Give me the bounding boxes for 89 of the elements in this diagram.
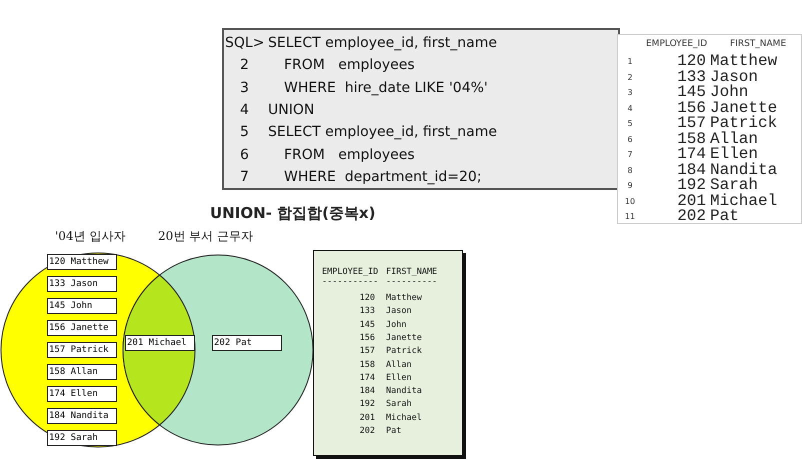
row-number: 1 bbox=[626, 57, 634, 66]
cell-value: Matthew bbox=[710, 54, 778, 69]
column-header: FIRST_NAME bbox=[730, 39, 786, 49]
cell-value: Ellen bbox=[386, 372, 412, 383]
cell-value: Sarah bbox=[710, 178, 758, 193]
cell-value: Nandita bbox=[710, 162, 778, 178]
line-number: SQL> bbox=[225, 34, 264, 52]
cell-value: 202 bbox=[360, 426, 375, 436]
cell-value: 184 bbox=[677, 162, 706, 178]
code-line: FROM employees bbox=[284, 56, 415, 74]
cell-value: 145 bbox=[360, 320, 375, 330]
column-header: FIRST_NAME bbox=[386, 267, 438, 277]
name-box: 157 Patrick bbox=[47, 342, 117, 358]
cell-value: Jason bbox=[710, 70, 758, 84]
code-line: WHERE department_id=20; bbox=[284, 168, 482, 186]
set-heading: '04년 입사자 bbox=[55, 228, 126, 245]
cell-value: 184 bbox=[360, 386, 375, 396]
separator-line: ----------- bbox=[322, 277, 378, 287]
cell-value: Patrick bbox=[386, 346, 422, 356]
cell-value: John bbox=[710, 85, 748, 100]
line-number: 5 bbox=[240, 123, 249, 142]
cell-value: 157 bbox=[360, 346, 375, 356]
row-number: 6 bbox=[626, 134, 634, 144]
cell-value: 202 bbox=[677, 209, 706, 224]
name-box: 184 Nandita bbox=[47, 408, 117, 424]
name-box: 192 Sarah bbox=[47, 430, 117, 446]
name-box: 120 Matthew bbox=[47, 254, 117, 270]
name-box: 145 John bbox=[47, 298, 117, 314]
cell-value: Janette bbox=[386, 332, 422, 343]
line-number: 4 bbox=[240, 100, 249, 119]
cell-value: Michael bbox=[386, 412, 422, 423]
row-number: 7 bbox=[626, 150, 634, 159]
row-number: 2 bbox=[626, 72, 634, 82]
line-number: 3 bbox=[240, 78, 249, 97]
line-number: 7 bbox=[240, 168, 249, 186]
row-number: 10 bbox=[624, 196, 636, 206]
row-number: 8 bbox=[626, 166, 634, 174]
row-number: 3 bbox=[626, 88, 634, 97]
row-number: 9 bbox=[626, 181, 634, 190]
cell-value: 157 bbox=[677, 116, 706, 131]
name-box: 201 Michael bbox=[125, 335, 195, 351]
column-header: EMPLOYEE_ID bbox=[322, 267, 378, 277]
cell-value: 201 bbox=[677, 194, 706, 208]
cell-value: 156 bbox=[360, 332, 375, 343]
cell-value: Patrick bbox=[710, 116, 778, 131]
line-number: 2 bbox=[240, 56, 249, 74]
code-line: FROM employees bbox=[284, 146, 415, 164]
cell-value: Jason bbox=[386, 306, 412, 316]
cell-value: 133 bbox=[677, 70, 706, 84]
cell-value: Pat bbox=[710, 209, 739, 224]
row-number: 5 bbox=[626, 119, 634, 128]
column-header: EMPLOYEE_ID bbox=[646, 39, 708, 49]
cell-value: 201 bbox=[360, 412, 375, 423]
row-number: 11 bbox=[624, 212, 636, 221]
cell-value: Nandita bbox=[386, 386, 422, 396]
cell-value: Janette bbox=[710, 100, 778, 116]
row-number: 4 bbox=[626, 104, 634, 112]
line-number: 6 bbox=[240, 146, 249, 164]
cell-value: 192 bbox=[677, 178, 706, 193]
code-line: SELECT employee_id, first_name bbox=[268, 123, 497, 142]
code-line: WHERE hire_date LIKE '04%' bbox=[284, 78, 488, 97]
set-heading: 20번 부서 근무자 bbox=[158, 228, 253, 245]
cell-value: Michael bbox=[710, 194, 778, 208]
name-box: 202 Pat bbox=[212, 335, 282, 351]
name-box: 158 Allan bbox=[47, 364, 117, 380]
separator-line: ---------- bbox=[386, 277, 438, 287]
cell-value: Pat bbox=[386, 426, 402, 436]
cell-value: 158 bbox=[677, 132, 706, 146]
code-line: UNION bbox=[268, 100, 314, 119]
cell-value: 174 bbox=[360, 372, 375, 383]
name-box: 156 Janette bbox=[47, 320, 117, 336]
cell-value: Matthew bbox=[386, 293, 422, 303]
code-line: SELECT employee_id, first_name bbox=[268, 34, 497, 52]
cell-value: Sarah bbox=[386, 399, 412, 410]
cell-value: 192 bbox=[360, 399, 375, 410]
cell-value: Ellen bbox=[710, 147, 758, 162]
cell-value: John bbox=[386, 320, 406, 330]
cell-value: 133 bbox=[360, 306, 375, 316]
cell-value: 120 bbox=[677, 54, 706, 69]
cell-value: 174 bbox=[677, 147, 706, 162]
cell-value: Allan bbox=[386, 360, 412, 370]
cell-value: 156 bbox=[677, 100, 706, 116]
cell-value: 145 bbox=[677, 85, 706, 100]
cell-value: 158 bbox=[360, 360, 375, 370]
slide-title: UNION- 합집합(중복x) bbox=[210, 204, 376, 223]
cell-value: 120 bbox=[360, 293, 375, 303]
cell-value: Allan bbox=[710, 132, 758, 146]
name-box: 174 Ellen bbox=[47, 386, 117, 402]
name-box: 133 Jason bbox=[47, 276, 117, 292]
